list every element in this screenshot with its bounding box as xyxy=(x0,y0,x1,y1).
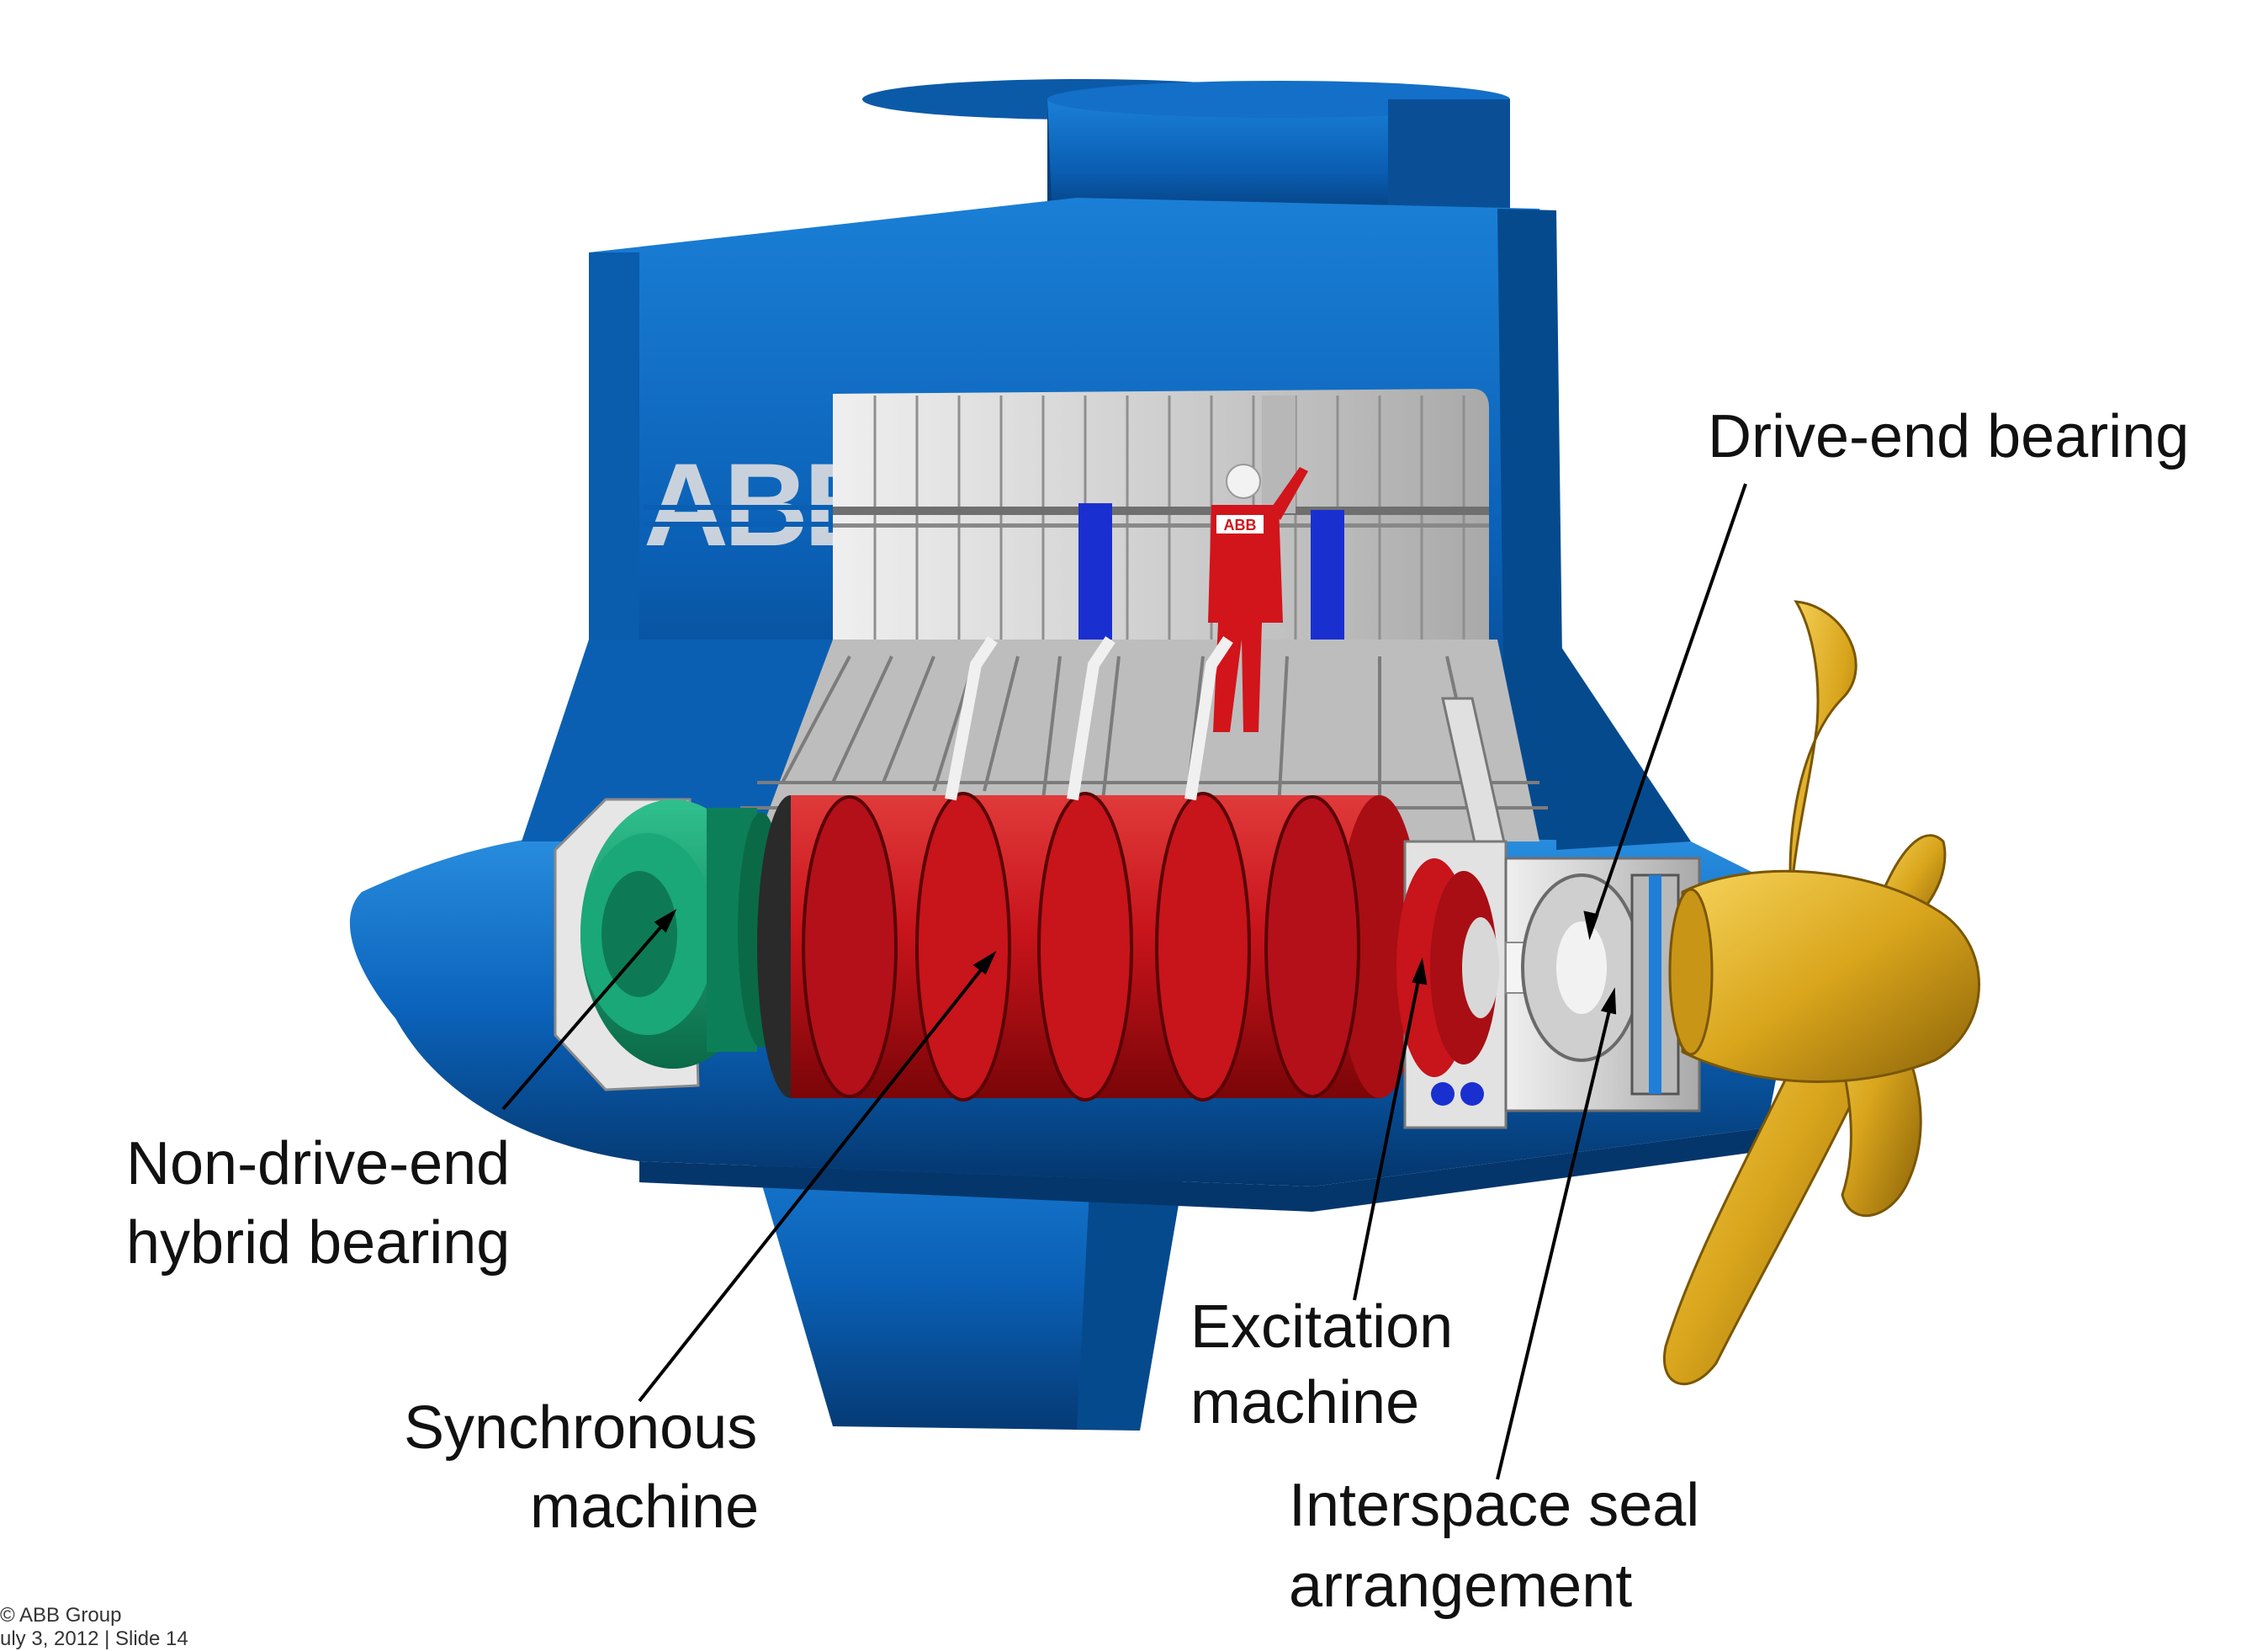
label-non-drive-end-line2: hybrid bearing xyxy=(126,1209,511,1277)
interior-room xyxy=(740,389,1548,852)
excitation-machine xyxy=(1396,840,1508,1129)
label-synchronous-line2: machine xyxy=(530,1473,760,1541)
label-excitation-line2: machine xyxy=(1190,1369,1420,1436)
leader-interspace-seal xyxy=(1496,992,1615,1480)
label-drive-end-bearing: Drive-end bearing xyxy=(1708,403,2190,470)
leader-excitation-machine xyxy=(1353,963,1423,1301)
footer-copyright: © ABB Group xyxy=(0,1604,122,1627)
leader-synchronous-machine xyxy=(638,953,994,1403)
worker-badge-text: ABB xyxy=(1224,517,1257,534)
leader-drive-end-bearing xyxy=(1588,483,1747,935)
synchronous-machine xyxy=(757,636,1422,1102)
leader-non-drive-end-bearing xyxy=(501,911,675,1111)
label-synchronous-line1: Synchronous xyxy=(404,1394,758,1462)
label-non-drive-end-line1: Non-drive-end xyxy=(126,1130,511,1197)
service-worker-figure: ABB xyxy=(1208,464,1308,732)
label-interspace-line1: Interspace seal xyxy=(1289,1472,1700,1539)
footer-date-slide: uly 3, 2012 | Slide 14 xyxy=(0,1627,188,1650)
label-excitation-line1: Excitation xyxy=(1190,1293,1454,1361)
propeller xyxy=(1663,600,1980,1386)
label-interspace-line2: arrangement xyxy=(1289,1553,1633,1620)
leader-lines xyxy=(501,483,1747,1480)
non-drive-end-bearing xyxy=(554,798,785,1091)
